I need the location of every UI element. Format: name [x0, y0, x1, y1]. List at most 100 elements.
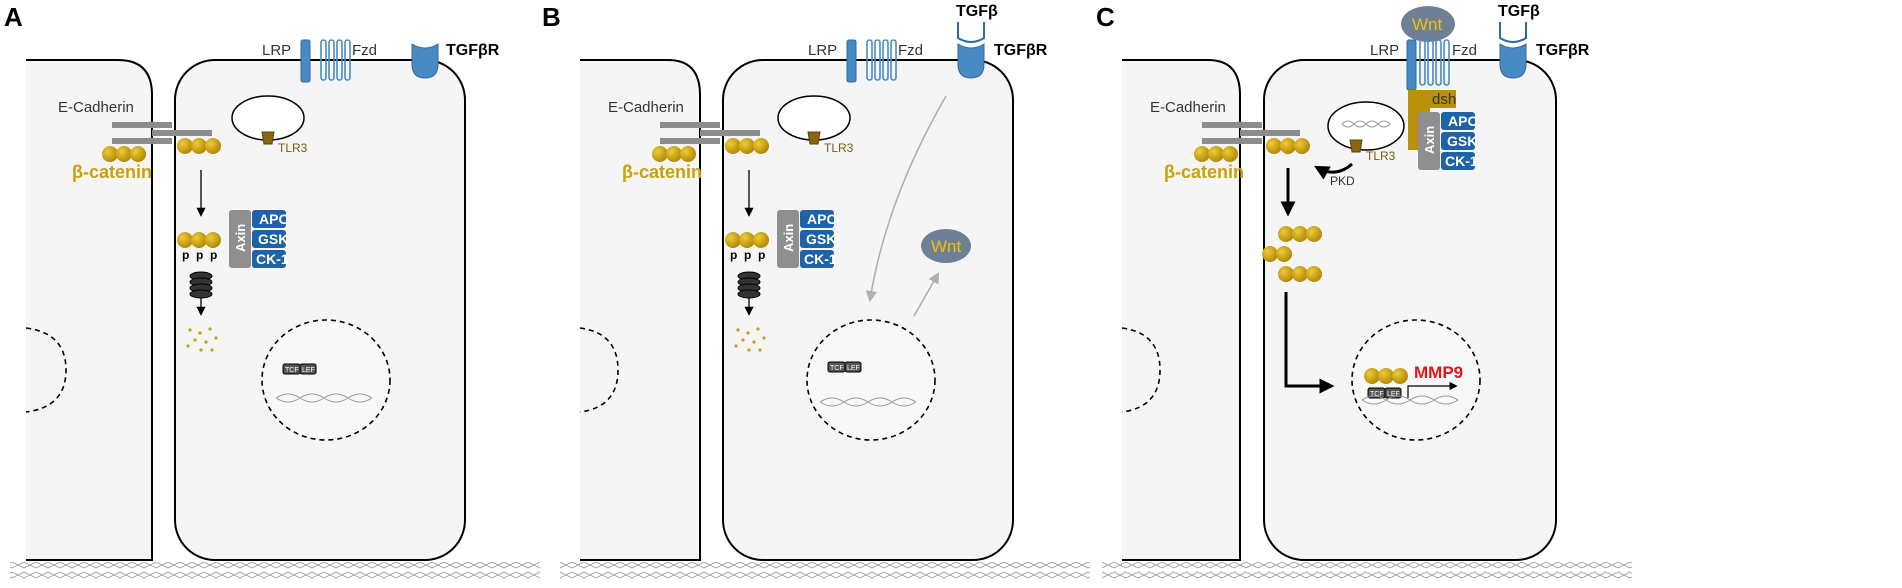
degraded-beta-catenin	[734, 327, 766, 352]
neighbour-nucleus	[1121, 327, 1161, 413]
p-label-2: p	[196, 248, 203, 262]
tgfb-label: TGFβ	[1498, 3, 1540, 20]
nucleus	[806, 319, 936, 441]
wnt-ligand	[1401, 6, 1455, 42]
tgfb-signal-arrow	[865, 95, 947, 303]
ck1-label: CK-1	[804, 251, 837, 267]
ecadherin-junction	[112, 122, 212, 144]
nucleus	[1351, 319, 1481, 441]
phospho-beta-catenin	[177, 232, 221, 248]
extracellular-matrix	[560, 562, 1090, 582]
gsk-label: GSK	[258, 231, 288, 247]
tgfbr-label: TGFβR	[446, 42, 500, 59]
tgfbr-receptor	[1499, 43, 1527, 79]
pkd-label: PKD	[1330, 174, 1355, 188]
main-cell	[174, 59, 466, 561]
beta-catenin-label: β-catenin	[72, 162, 152, 182]
ecadherin-label: E-Cadherin	[1150, 99, 1226, 116]
axin-label: Axin	[781, 224, 796, 252]
tlr3-label: TLR3	[278, 141, 308, 155]
neighbour-cell	[1122, 59, 1241, 561]
gsk-box	[252, 230, 286, 248]
axin-bar	[1418, 112, 1440, 170]
tcf-label: TCF	[830, 365, 844, 372]
tgfbr-receptor	[411, 43, 439, 79]
tlr3-label: TLR3	[1366, 149, 1396, 163]
apc-box	[1441, 112, 1475, 130]
panel-letter-c: C	[1096, 2, 1115, 32]
mmp9-label: MMP9	[1414, 363, 1463, 382]
apc-label: APC	[807, 211, 837, 227]
fzd-label: Fzd	[898, 42, 923, 59]
lrp-receptor	[1406, 39, 1417, 91]
ecadherin-label: E-Cadherin	[608, 99, 684, 116]
cytoplasmic-beta-catenin	[1262, 226, 1322, 282]
fzd-receptor	[866, 39, 897, 81]
neighbour-nucleus	[25, 327, 67, 413]
lrp-label: LRP	[1370, 42, 1399, 59]
beta-catenin-label: β-catenin	[1164, 162, 1244, 182]
lrp-label: LRP	[262, 42, 291, 59]
tgfbr-label: TGFβR	[994, 42, 1048, 59]
ecadherin-label: E-Cadherin	[58, 99, 134, 116]
lrp-label: LRP	[808, 42, 837, 59]
ecadherin-junction	[660, 122, 760, 144]
panel-b: B LRP Fzd TGFβ TGFβR E-Cadherin β-cateni…	[542, 2, 1090, 582]
wnt-secretion-arrow	[913, 272, 940, 317]
transcription-arrow	[1407, 381, 1458, 398]
fzd-label: Fzd	[352, 42, 377, 59]
pkd-arrow	[1314, 162, 1353, 180]
neighbour-cell	[26, 59, 153, 561]
gsk-label: GSK	[1447, 133, 1477, 149]
dna-helix	[819, 397, 917, 407]
dna-helix	[275, 393, 373, 403]
extracellular-matrix	[10, 562, 540, 582]
ck1-box	[800, 250, 834, 268]
beta-catenin-membrane-left	[1194, 146, 1238, 162]
axin-label: Axin	[1422, 126, 1437, 154]
tlr3-receptor	[1349, 139, 1363, 153]
lef-box	[1384, 387, 1402, 399]
lef-box	[844, 361, 862, 373]
gsk-box	[1441, 132, 1475, 150]
dna-helix	[1361, 395, 1459, 405]
tcf-label: TCF	[1370, 391, 1384, 398]
ck1-label: CK-1	[1445, 153, 1478, 169]
p-label-3: p	[210, 248, 217, 262]
panel-a: A LRP Fzd TGFβR E-Cadherin β-catenin	[4, 2, 540, 582]
gsk-label: GSK	[806, 231, 836, 247]
wnt-label: Wnt	[931, 237, 962, 256]
ck1-box	[252, 250, 286, 268]
phospho-beta-catenin	[725, 232, 769, 248]
p-label-2: p	[744, 248, 751, 262]
tgfb-ligand	[957, 22, 985, 43]
nucleus	[261, 319, 391, 441]
fzd-receptor	[1419, 39, 1450, 86]
lef-box	[299, 363, 317, 375]
beta-catenin-label: β-catenin	[622, 162, 702, 182]
nuclear-beta-catenin	[1364, 368, 1408, 384]
beta-catenin-membrane-left	[652, 146, 696, 162]
panel-letter-a: A	[4, 2, 23, 32]
dsrna	[1341, 120, 1391, 128]
tlr3-receptor	[807, 131, 821, 145]
arrow-nuclear-translocation	[1284, 292, 1335, 394]
tgfb-ligand	[1499, 22, 1527, 43]
apc-label: APC	[1448, 113, 1478, 129]
gsk-box	[800, 230, 834, 248]
panel-c: C Wnt LRP Fzd TGFβ TGFβR dsh Axin APC GS…	[1096, 2, 1632, 582]
lrp-receptor	[300, 39, 311, 83]
p-label-1: p	[182, 248, 189, 262]
lrp-receptor	[846, 39, 857, 83]
beta-catenin-membrane-right	[725, 138, 769, 154]
tgfbr-label: TGFβR	[1536, 42, 1590, 59]
ck1-label: CK-1	[256, 251, 289, 267]
dsh-label: dsh	[1432, 91, 1456, 108]
beta-catenin-membrane-left	[102, 146, 146, 162]
extracellular-matrix	[1102, 562, 1632, 582]
beta-catenin-membrane-right	[1266, 138, 1310, 154]
panel-letter-b: B	[542, 2, 561, 32]
p-label-1: p	[730, 248, 737, 262]
endosome	[1327, 101, 1405, 151]
proteasome-icon	[189, 271, 213, 299]
